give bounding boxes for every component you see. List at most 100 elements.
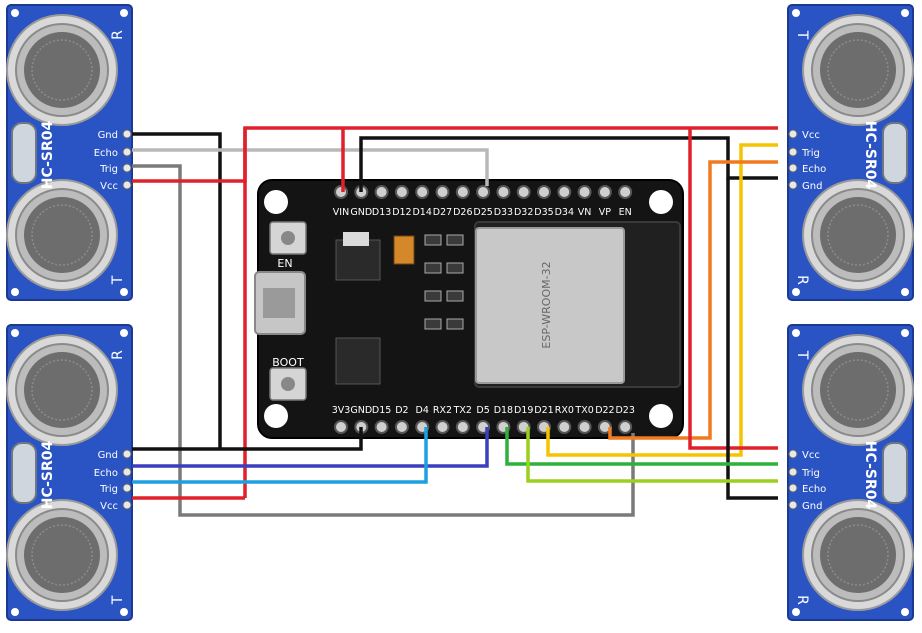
transducer-bottom-mesh-pattern — [31, 524, 93, 586]
top-header-pin — [537, 185, 551, 199]
top-pin-label: D12 — [392, 207, 411, 218]
sensor-pin-label: Vcc — [100, 181, 118, 192]
top-pin-label: D26 — [453, 207, 472, 218]
smd-component — [446, 262, 464, 274]
sensor-side-t-label: T — [794, 350, 810, 360]
wire-gnd-tl — [132, 132, 222, 449]
bottom-header-pin — [557, 420, 572, 434]
mount-hole — [120, 288, 128, 296]
bottom-pin-label: D18 — [494, 405, 513, 416]
boot-button-cap — [281, 377, 295, 391]
transducer-top-mesh — [24, 32, 100, 108]
sensor-side-t-label: T — [794, 30, 810, 40]
board-mount-hole — [649, 404, 673, 428]
top-pin-label: VP — [599, 207, 611, 218]
usb-port-inner — [263, 288, 295, 318]
top-header-pin — [415, 185, 430, 199]
mount-hole — [792, 9, 800, 17]
top-header-pin — [516, 185, 531, 199]
sensor-pin — [122, 467, 132, 477]
transducer-top-mesh-pattern — [827, 359, 889, 421]
mount-hole — [11, 608, 19, 616]
sensor-pin — [788, 500, 798, 510]
top-header-pin — [455, 185, 470, 199]
bottom-header-pin — [394, 420, 409, 434]
mount-hole — [901, 608, 909, 616]
mount-hole — [792, 288, 800, 296]
sensor-side-t-label: T — [110, 275, 126, 285]
mount-hole — [901, 9, 909, 17]
wire-gnd-tr — [359, 136, 778, 192]
bottom-header-pin — [334, 420, 348, 434]
top-pin-label: D14 — [412, 207, 431, 218]
sensor-model-label: HC-SR04 — [40, 121, 56, 190]
top-pin-label: GND — [350, 207, 372, 218]
smd-component — [446, 290, 464, 302]
wire-gnd-br — [726, 178, 778, 500]
sensor-pin-label: Echo — [94, 148, 118, 159]
wroom-shield — [475, 227, 625, 384]
mount-hole — [11, 9, 19, 17]
boot-label: BOOT — [272, 356, 304, 369]
sensor-pin — [788, 129, 798, 139]
mount-hole — [120, 9, 128, 17]
sensor-pin — [788, 467, 798, 477]
transducer-top-mesh — [820, 32, 896, 108]
top-header-pin — [334, 185, 348, 199]
top-pin-label: D32 — [514, 207, 533, 218]
top-pin-label: VIN — [333, 207, 349, 218]
bottom-pin-label: GND — [350, 405, 372, 416]
top-pin-label: D27 — [433, 207, 452, 218]
mount-hole — [901, 288, 909, 296]
sensor-pin-label: Gnd — [98, 130, 118, 141]
bottom-header-pin — [435, 420, 450, 434]
regulator-tab — [343, 232, 369, 246]
mount-hole — [901, 329, 909, 337]
board-mount-hole — [264, 190, 288, 214]
sensor-side-r-label: R — [794, 275, 810, 285]
bottom-pin-label: D2 — [395, 405, 408, 416]
bottom-header-pin — [374, 420, 389, 434]
mount-hole — [120, 329, 128, 337]
sensor-pin-label: Gnd — [802, 501, 822, 512]
transducer-bottom-mesh — [820, 517, 896, 593]
top-header-pin — [374, 185, 389, 199]
mount-hole — [11, 288, 19, 296]
top-header-pin — [435, 185, 450, 199]
wire-d5-bl — [132, 427, 489, 468]
sensor-side-r-label: R — [110, 350, 126, 360]
bottom-pin-label: TX2 — [453, 405, 472, 416]
bottom-pin-label: D23 — [615, 405, 634, 416]
mount-hole — [120, 608, 128, 616]
wire-vcc-tl — [132, 126, 778, 183]
top-pin-label: D35 — [534, 207, 553, 218]
sensor-pin-label: Vcc — [802, 450, 820, 461]
wire-d19-br — [526, 427, 778, 483]
sensor-pin — [122, 483, 132, 493]
top-pin-label: D25 — [473, 207, 492, 218]
bottom-header-pin — [455, 420, 470, 434]
crystal — [11, 122, 37, 184]
transducer-bottom-mesh-pattern — [31, 204, 93, 266]
smd-component — [424, 318, 442, 330]
smd-component — [424, 234, 442, 246]
transducer-top-mesh — [24, 352, 100, 428]
board-mount-hole — [264, 404, 288, 428]
sensor-pin-label: Gnd — [802, 181, 822, 192]
bottom-pin-label: D22 — [595, 405, 614, 416]
wire-d4-bl — [132, 427, 428, 484]
board-mount-hole — [649, 190, 673, 214]
bottom-pin-label: D21 — [534, 405, 553, 416]
top-pin-label: D33 — [494, 207, 513, 218]
transducer-bottom-mesh — [24, 197, 100, 273]
sensor-pin-label: Vcc — [100, 501, 118, 512]
bottom-pin-label: D4 — [416, 405, 429, 416]
sensor-pin — [788, 163, 798, 173]
smd-component — [424, 262, 442, 274]
crystal — [882, 442, 908, 504]
module-label: ESP-WROOM-32 — [540, 261, 553, 348]
